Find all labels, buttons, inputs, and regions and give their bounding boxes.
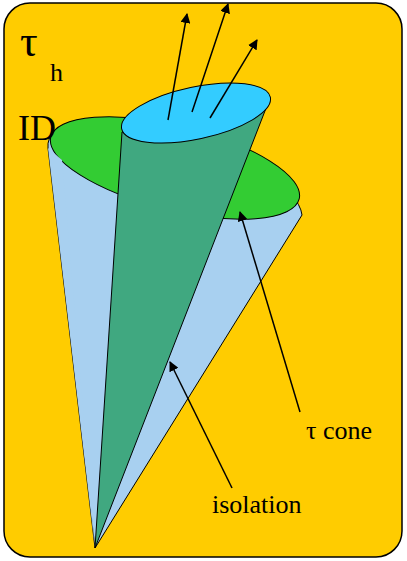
- background-panel: [4, 3, 402, 557]
- tau-cone-label: τ cone: [306, 418, 372, 444]
- id-label: ID: [18, 110, 56, 146]
- track-arrow: [168, 14, 187, 120]
- tau-symbol: τ: [20, 20, 38, 64]
- leader-arrow: [170, 362, 232, 488]
- isolation-edge: [48, 148, 95, 548]
- isolation-label: isolation: [212, 492, 302, 518]
- tau-cone: [95, 98, 270, 548]
- tau-cone-top: [116, 72, 275, 154]
- leader-arrow: [240, 212, 300, 412]
- track-arrow: [210, 40, 257, 118]
- subscript-h: h: [50, 60, 63, 86]
